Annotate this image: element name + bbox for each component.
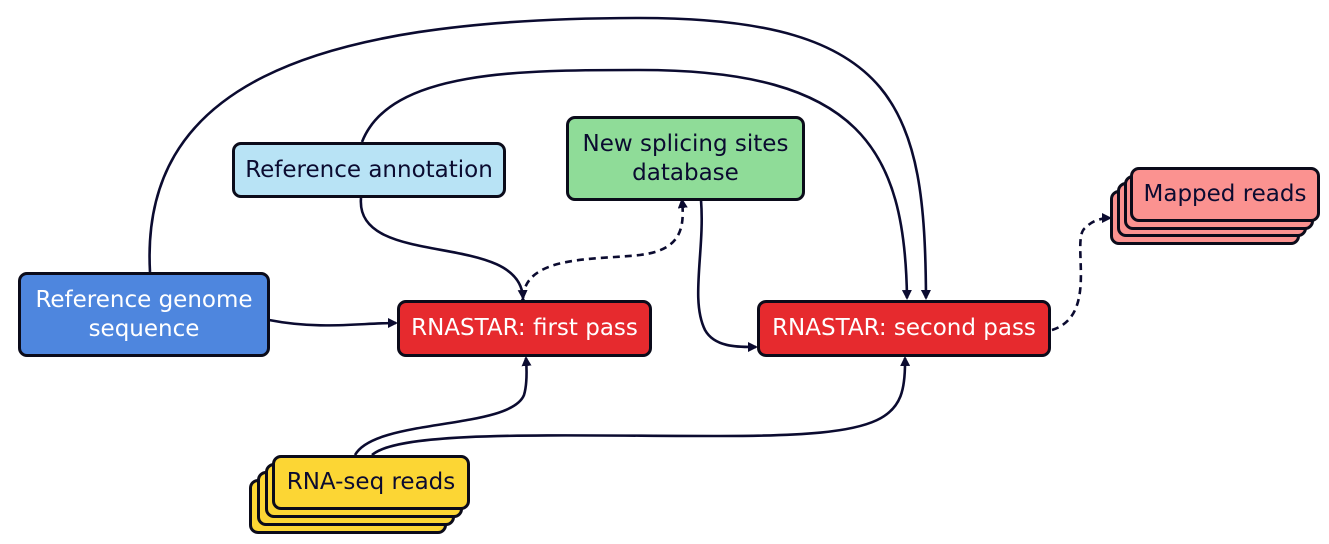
- edge-first-pass-to-splice-db: [517, 198, 688, 307]
- edge-splice-db-to-second-pass: [696, 199, 758, 353]
- reference-genome-label-line2: sequence: [88, 315, 200, 342]
- mapped-reads-label: Mapped reads: [1143, 181, 1307, 207]
- rnaseq-reads-node: RNA-seq reads: [272, 455, 470, 510]
- splice-db-label-line2: database: [632, 159, 739, 186]
- rnastar-second-pass-node: RNASTAR: second pass: [757, 300, 1051, 357]
- second-pass-label: RNASTAR: second pass: [772, 315, 1036, 341]
- edge-annotation-to-first-pass: [359, 197, 528, 300]
- reference-annotation-label: Reference annotation: [245, 156, 493, 183]
- edge-genome-to-first-pass: [268, 318, 398, 329]
- edge-reads-to-second-pass: [371, 356, 911, 457]
- edge-genome-to-second-pass: [148, 16, 931, 300]
- reference-genome-node: Reference genome sequence: [18, 272, 270, 357]
- rnaseq-reads-label: RNA-seq reads: [286, 469, 456, 495]
- reference-annotation-node: Reference annotation: [232, 142, 506, 198]
- edge-second-pass-to-mapped-reads: [1051, 213, 1112, 332]
- mapped-reads-node: Mapped reads: [1130, 167, 1320, 222]
- edge-annotation-to-second-pass: [360, 68, 912, 300]
- rnastar-first-pass-node: RNASTAR: first pass: [397, 300, 652, 357]
- splice-sites-database-node: New splicing sites database: [566, 116, 805, 201]
- first-pass-label: RNASTAR: first pass: [411, 315, 638, 341]
- splice-db-label-line1: New splicing sites: [582, 130, 789, 157]
- reference-genome-label-line1: Reference genome: [35, 286, 253, 313]
- edge-reads-to-first-pass: [353, 356, 532, 456]
